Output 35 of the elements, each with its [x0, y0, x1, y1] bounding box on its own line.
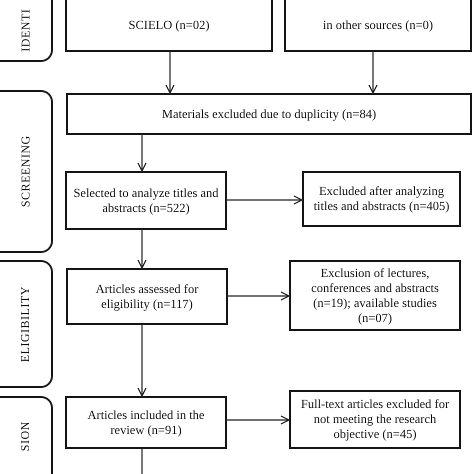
process-box	[302, 171, 461, 227]
arrow	[228, 291, 290, 301]
arrow	[137, 325, 147, 397]
process-box	[65, 0, 273, 52]
connector-line	[141, 449, 143, 474]
arrow	[165, 52, 175, 94]
phase-band	[0, 0, 53, 62]
process-box	[66, 268, 228, 325]
box-text: in other sources (n=0)	[322, 18, 434, 32]
phase-band	[0, 396, 53, 474]
phase-band	[0, 90, 53, 253]
box-text: Exclusion of lectures, conferences and abstracts (n=19); available studies (n=07)	[310, 266, 440, 326]
arrow	[368, 52, 378, 94]
process-box	[66, 93, 472, 135]
process-box	[289, 390, 461, 449]
arrow	[227, 195, 303, 205]
process-box	[65, 396, 227, 449]
box-text: Selected to analyze titles and abstracts (n=522)	[73, 186, 219, 216]
box-text: Articles included in the review (n=91)	[86, 408, 206, 438]
process-box	[289, 260, 461, 331]
process-box	[65, 171, 227, 230]
phase-label: IDENTI	[18, 8, 33, 52]
box-text: Excluded after analyzing titles and abstracts (n=405)	[312, 184, 450, 214]
phase-band	[0, 260, 53, 388]
box-text: Articles assessed for eligibility (n=117)	[94, 282, 200, 312]
arrow	[137, 230, 147, 269]
arrow	[137, 135, 147, 172]
box-text: Materials excluded due to duplicity (n=84)	[162, 106, 376, 122]
box-text: Full-text articles excluded for not meeting the research objective (n=45)	[300, 397, 450, 442]
box-text: SCIELO (n=02)	[128, 18, 210, 32]
phase-label: SCREENING	[18, 136, 33, 208]
phase-label: ELIGIBILITY	[18, 286, 33, 362]
process-box	[284, 0, 472, 52]
arrow	[227, 415, 290, 425]
phase-label: SION	[18, 420, 33, 451]
